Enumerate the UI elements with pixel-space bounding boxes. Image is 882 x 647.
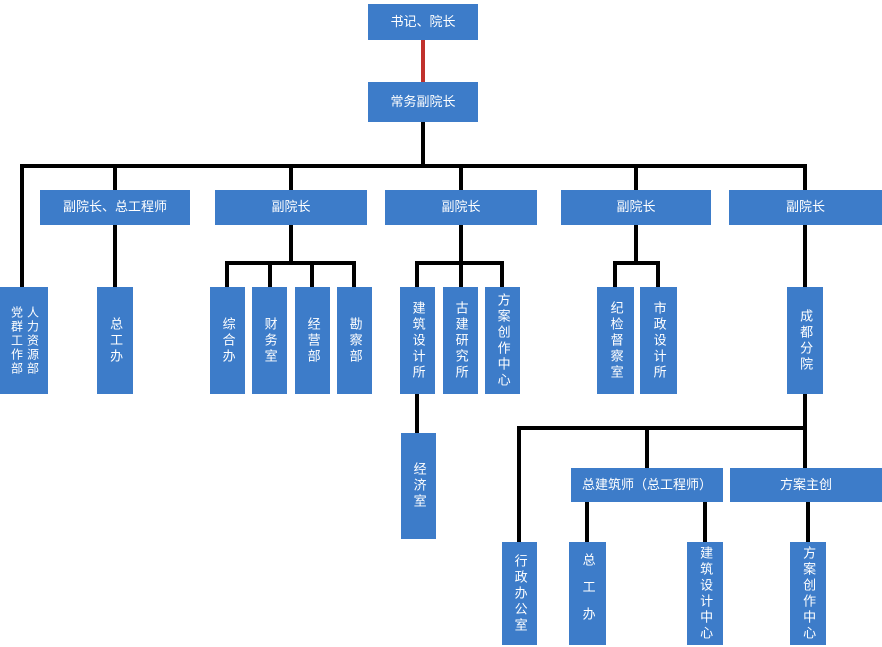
node-chief-architect: 总建筑师（总工程师） — [571, 468, 723, 502]
node-vice-dean-1: 副院长 — [215, 190, 367, 225]
connector — [113, 164, 117, 190]
node-finance-office: 财务室 — [252, 287, 287, 394]
connector — [803, 394, 807, 428]
node-architectural-design-institute: 建筑设计所 — [400, 287, 435, 394]
node-executive-vice-dean: 常务副院长 — [368, 82, 478, 122]
connector — [613, 261, 660, 265]
node-label: 方案创作中心 — [801, 545, 817, 642]
node-label: 副院长、总工程师 — [62, 199, 167, 215]
node-ancient-architecture-institute: 古建研究所 — [443, 287, 478, 394]
connector — [634, 164, 638, 190]
node-label: 书记、院长 — [390, 13, 456, 29]
connector — [268, 261, 272, 287]
node-label: 建筑设计所 — [410, 300, 426, 381]
node-operations-dept: 经营部 — [295, 287, 330, 394]
connector — [20, 164, 24, 287]
connector — [225, 261, 229, 287]
node-scheme-lead: 方案主创 — [730, 468, 882, 502]
node-label: 市政设计所 — [651, 300, 667, 381]
connector — [645, 426, 649, 468]
node-label: 行政办公室 — [512, 553, 528, 634]
node-economics-office: 经济室 — [401, 433, 436, 539]
connector-secretary-to-executive-red — [421, 40, 425, 82]
node-architectural-design-center: 建筑设计中心 — [687, 542, 723, 645]
connector — [113, 225, 117, 287]
node-label: 副院长 — [616, 199, 656, 215]
connector — [225, 261, 356, 265]
connector — [803, 426, 807, 468]
connector — [634, 225, 638, 263]
node-label: 副院长 — [271, 199, 311, 215]
connector — [613, 261, 617, 287]
node-label: 经济室 — [411, 462, 427, 510]
node-label: 总工办 — [580, 553, 596, 634]
node-label: 总工办 — [108, 316, 124, 365]
node-label: 方案创作中心 — [495, 292, 511, 389]
connector — [415, 261, 419, 287]
connector — [703, 502, 707, 542]
connector — [310, 261, 314, 287]
node-label: 方案主创 — [779, 476, 832, 492]
connector — [806, 502, 810, 542]
connector — [517, 426, 521, 542]
node-label: 总建筑师（总工程师） — [581, 476, 712, 492]
node-chengdu-branch: 成都分院 — [787, 287, 823, 394]
connector — [459, 225, 463, 263]
node-scheme-creation-center-branch: 方案创作中心 — [790, 542, 826, 645]
node-general-office: 综合办 — [210, 287, 245, 394]
node-discipline-inspection-office: 纪检督察室 — [597, 287, 634, 394]
node-secretary-dean: 书记、院长 — [368, 4, 478, 40]
node-label: 勘察部 — [347, 316, 363, 365]
node-label: 副院长 — [785, 199, 825, 215]
node-label: 建筑设计中心 — [698, 545, 714, 642]
node-chief-engineer-office: 总工办 — [97, 287, 133, 394]
node-vice-dean-3: 副院长 — [561, 190, 711, 225]
node-label: 成都分院 — [798, 308, 814, 373]
node-vice-dean-chief-engineer: 副院长、总工程师 — [40, 190, 190, 225]
connector — [415, 394, 419, 433]
node-label-2: 人力资源部 — [25, 305, 40, 376]
node-label: 纪检督察室 — [608, 300, 624, 381]
node-vice-dean-2: 副院长 — [385, 190, 537, 225]
node-survey-dept: 勘察部 — [337, 287, 372, 394]
node-label: 常务副院长 — [390, 93, 456, 109]
node-municipal-design-institute: 市政设计所 — [640, 287, 677, 394]
connector — [585, 502, 589, 542]
connector — [289, 164, 293, 190]
connector — [459, 164, 463, 190]
node-party-work-hr-dept: 党群工作部 人力资源部 — [0, 287, 48, 394]
node-label: 综合办 — [220, 316, 236, 365]
node-vice-dean-4: 副院长 — [729, 190, 882, 225]
node-scheme-creation-center: 方案创作中心 — [485, 287, 520, 394]
connector — [289, 225, 293, 263]
node-label: 党群工作部 — [9, 305, 24, 376]
node-label: 经营部 — [305, 316, 321, 365]
node-label: 古建研究所 — [453, 300, 469, 381]
connector — [803, 225, 807, 287]
node-admin-office: 行政办公室 — [502, 542, 537, 645]
node-label: 财务室 — [262, 316, 278, 365]
connector — [500, 261, 504, 287]
connector — [459, 261, 463, 287]
connector — [352, 261, 356, 287]
connector — [421, 122, 425, 166]
connector-branch-horizontal — [517, 426, 807, 430]
node-chief-engineer-office-branch: 总工办 — [569, 542, 606, 645]
connector — [656, 261, 660, 287]
connector-main-horizontal — [20, 164, 807, 168]
connector — [803, 164, 807, 190]
node-label: 副院长 — [441, 199, 481, 215]
